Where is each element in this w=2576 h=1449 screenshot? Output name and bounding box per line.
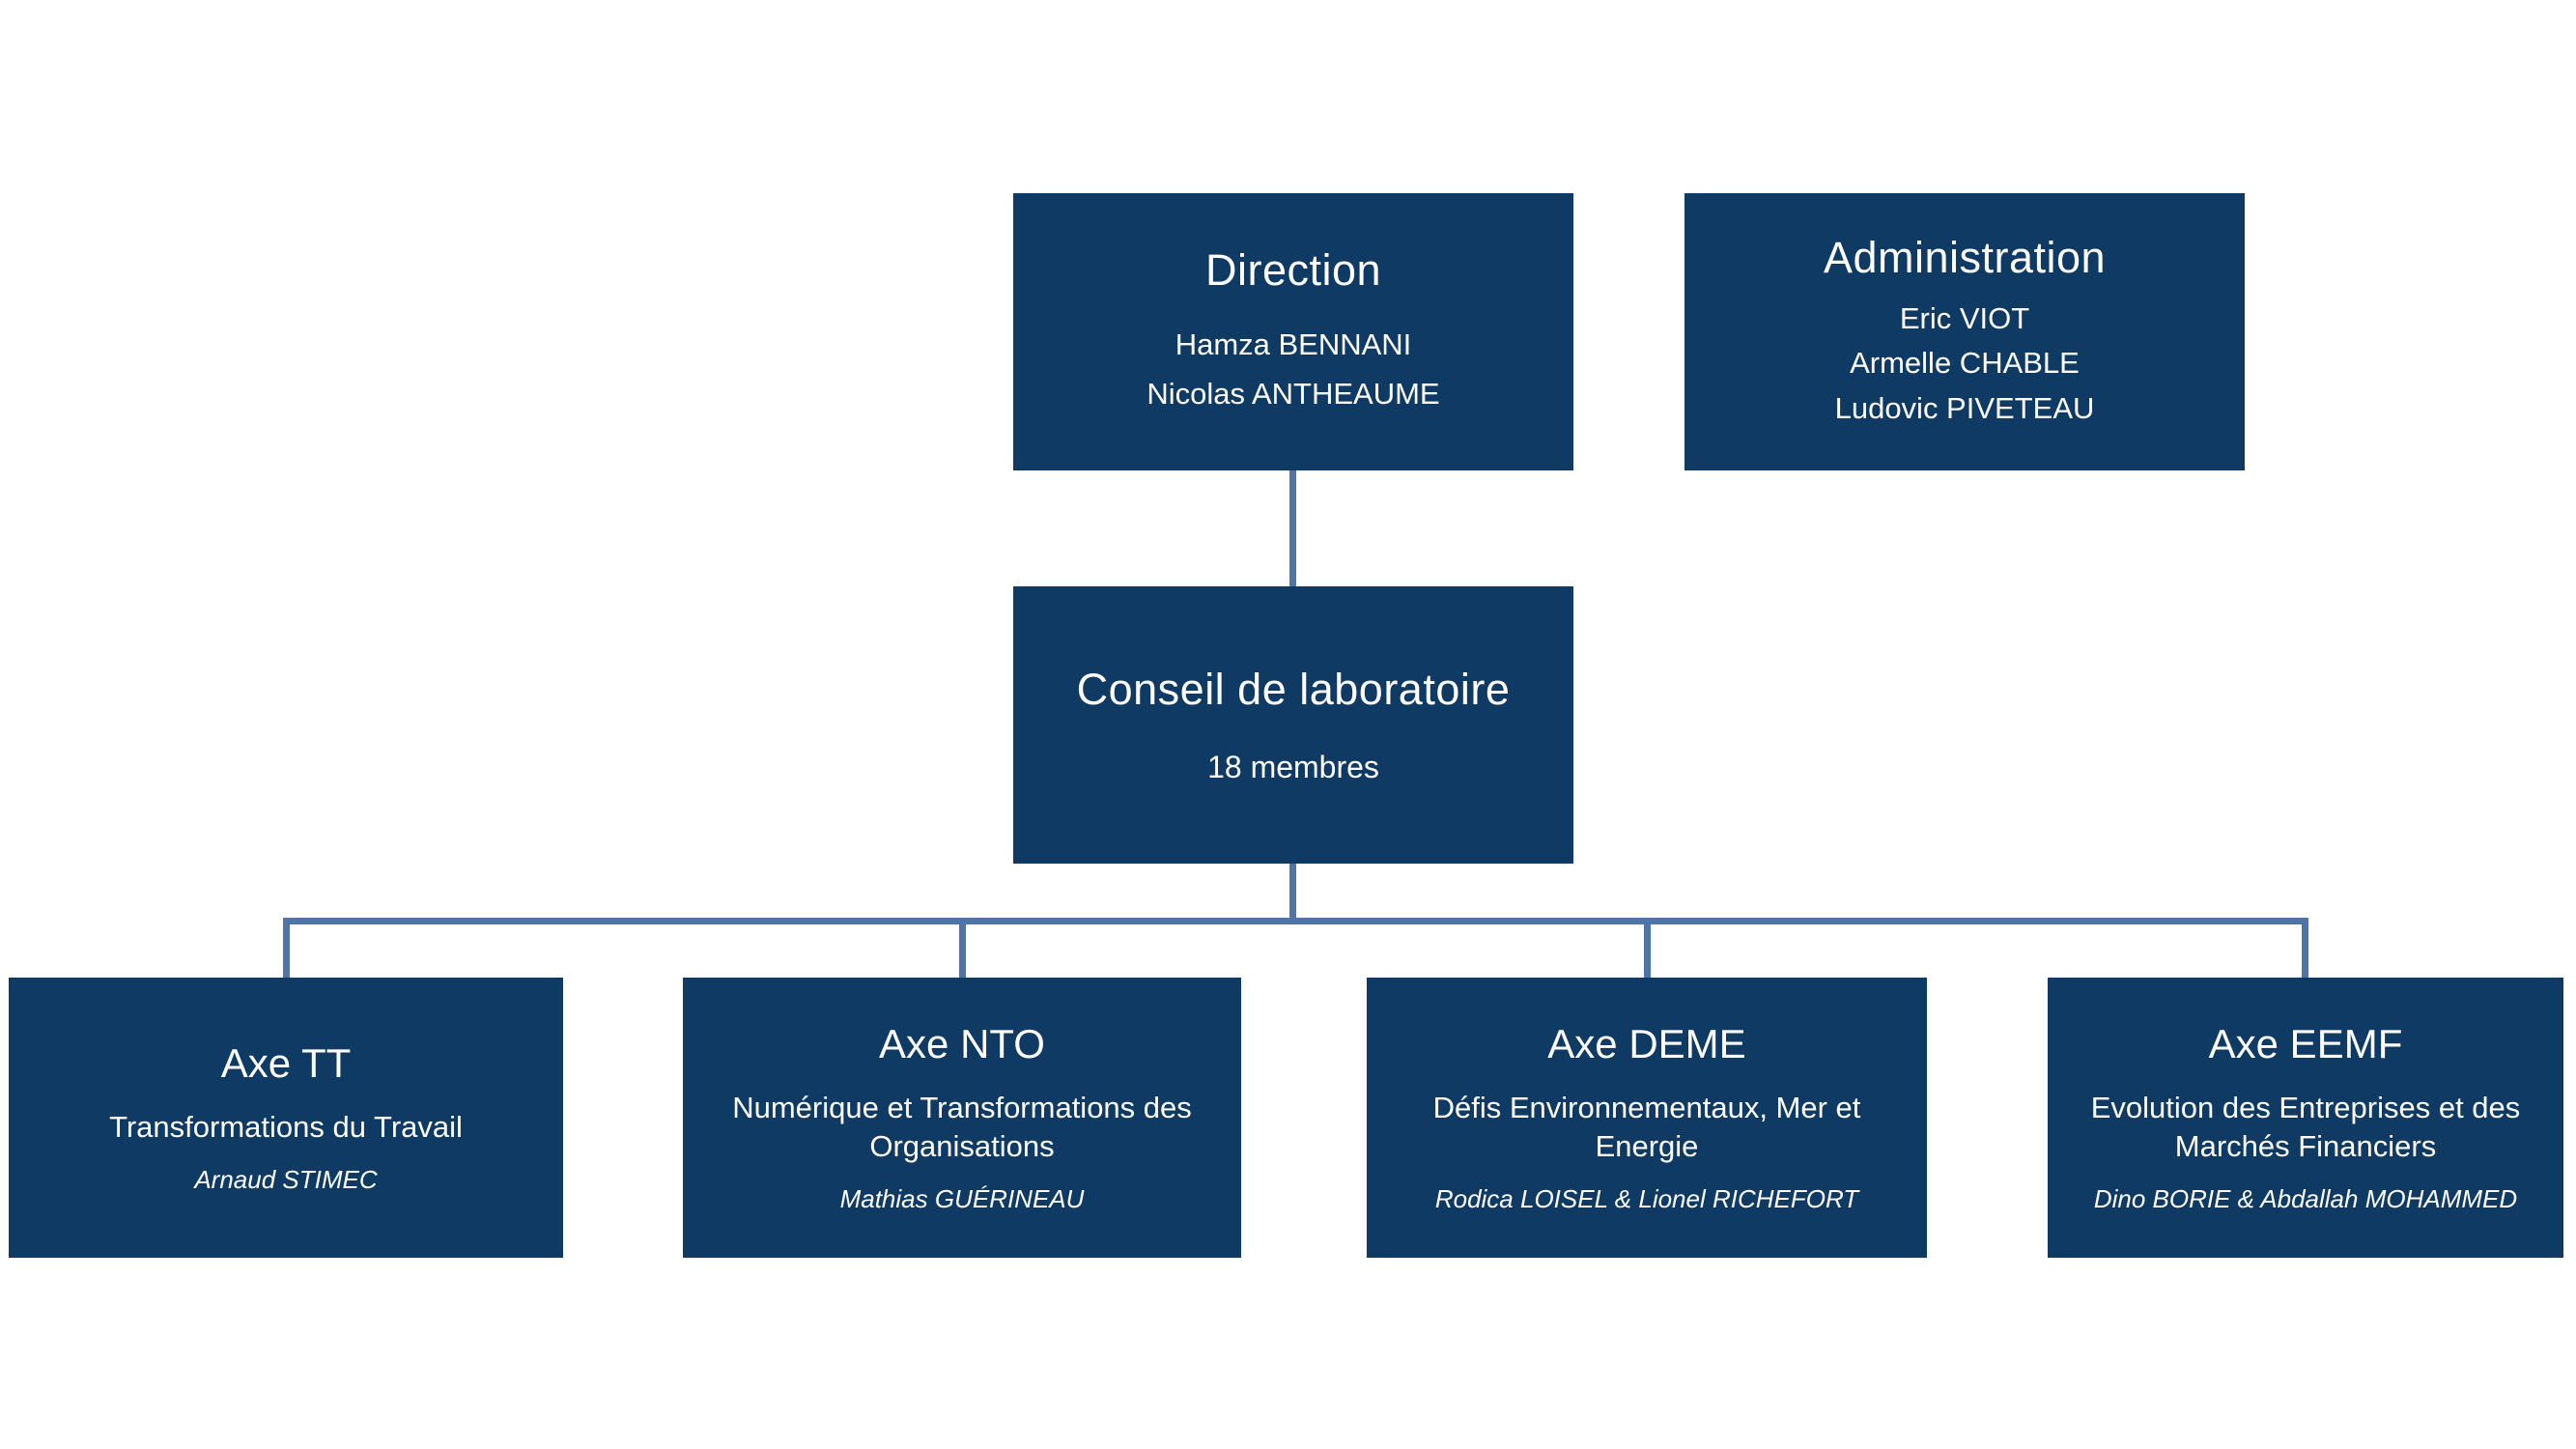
axe-nto-box: Axe NTO Numérique et Transformations des…: [683, 978, 1241, 1258]
connector-stub-axe-deme: [1644, 918, 1651, 978]
direction-box: Direction Hamza BENNANI Nicolas ANTHEAUM…: [1013, 193, 1573, 470]
conseil-subtitle: 18 membres: [1207, 750, 1379, 784]
axe-tt-subtitle: Transformations du Travail: [109, 1109, 463, 1144]
axe-deme-leaders: Rodica LOISEL & Lionel RICHEFORT: [1434, 1183, 1859, 1213]
axe-eemf-box: Axe EEMF Evolution des Entreprises et de…: [2048, 978, 2563, 1258]
axe-nto-leaders: Mathias GUÉRINEAU: [839, 1183, 1085, 1213]
axe-nto-title: Axe NTO: [879, 1021, 1045, 1067]
direction-member: Nicolas ANTHEAUME: [1146, 376, 1440, 411]
connector-conseil-to-branch: [1289, 864, 1296, 922]
connector-stub-axe-tt: [283, 918, 290, 978]
axe-eemf-subtitle: Evolution des Entreprises et des Marchés…: [2090, 1091, 2521, 1163]
direction-members: Hamza BENNANI Nicolas ANTHEAUME: [1146, 321, 1439, 417]
axe-eemf-leaders: Dino BORIE & Abdallah MOHAMMED: [2093, 1183, 2518, 1213]
axe-eemf-title: Axe EEMF: [2208, 1021, 2403, 1067]
axe-tt-box: Axe TT Transformations du Travail Arnaud…: [9, 978, 563, 1258]
conseil-box: Conseil de laboratoire 18 membres: [1013, 586, 1573, 864]
connector-stub-axe-nto: [959, 918, 966, 978]
administration-member: Ludovic PIVETEAU: [1834, 390, 2095, 425]
axe-tt-leaders: Arnaud STIMEC: [194, 1165, 378, 1195]
axe-tt-title: Axe TT: [220, 1039, 352, 1086]
administration-member: Armelle CHABLE: [1850, 346, 2080, 381]
connector-direction-to-conseil: [1289, 470, 1296, 587]
axe-nto-subtitle: Numérique et Transformations des Organis…: [732, 1091, 1192, 1163]
administration-members: Eric VIOT Armelle CHABLE Ludovic PIVETEA…: [1835, 297, 2095, 432]
administration-member: Eric VIOT: [1899, 300, 2030, 335]
direction-title: Direction: [1204, 245, 1382, 296]
connector-branch-horizontal: [283, 918, 2308, 924]
conseil-title: Conseil de laboratoire: [1076, 665, 1511, 714]
connector-stub-axe-eemf: [2302, 918, 2308, 978]
direction-member: Hamza BENNANI: [1175, 327, 1412, 362]
administration-title: Administration: [1823, 232, 2107, 282]
axe-deme-box: Axe DEME Défis Environnementaux, Mer et …: [1367, 978, 1927, 1258]
axe-deme-title: Axe DEME: [1547, 1021, 1746, 1067]
administration-box: Administration Eric VIOT Armelle CHABLE …: [1684, 193, 2245, 470]
axe-deme-subtitle: Défis Environnementaux, Mer et Energie: [1432, 1091, 1861, 1163]
